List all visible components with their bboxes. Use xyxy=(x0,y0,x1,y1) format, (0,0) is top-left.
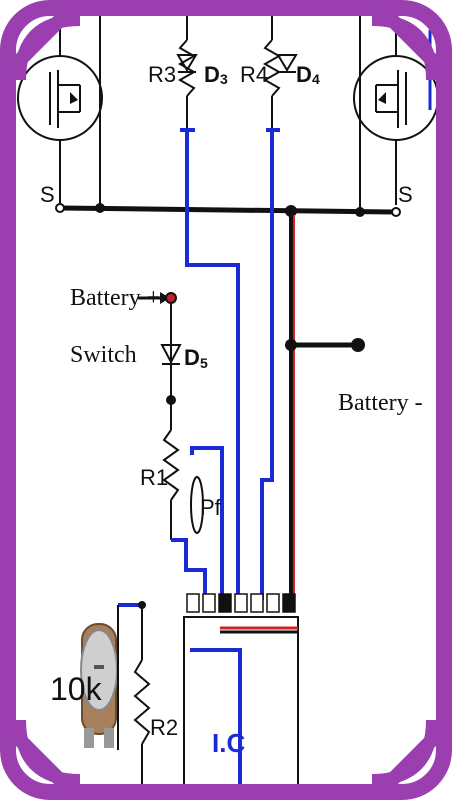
source-label-left: S xyxy=(40,182,55,207)
diode-d4 xyxy=(276,54,298,73)
d4-subscript: 4 xyxy=(312,71,320,87)
resistor-r1 xyxy=(162,400,180,540)
battery-minus-label: Battery - xyxy=(338,390,423,416)
d5-label: D xyxy=(184,345,200,370)
r3-label: R3 xyxy=(148,62,176,87)
resistor-r3 xyxy=(177,0,197,128)
resistor-r2 xyxy=(133,605,151,800)
d3-label: D xyxy=(204,62,220,87)
pf-label: Pf xyxy=(200,495,222,520)
potentiometer-10k xyxy=(80,623,118,748)
switch-label: Switch xyxy=(70,342,137,368)
ic-chip xyxy=(183,616,299,800)
ic-pins xyxy=(186,593,296,613)
mosfet-right xyxy=(353,0,439,205)
d5-subscript: 5 xyxy=(200,355,208,371)
mosfet-left xyxy=(17,0,103,205)
pot-label: 10k xyxy=(50,671,103,707)
source-label-right: S xyxy=(398,182,413,207)
d4-label: D xyxy=(296,62,312,87)
r2-label: R2 xyxy=(150,715,178,740)
wire-gate-r3 xyxy=(185,132,240,600)
diode-d3 xyxy=(176,54,198,73)
battery-plus-terminal xyxy=(165,292,177,304)
diode-d5 xyxy=(160,344,182,365)
capacitor-pf xyxy=(190,476,204,534)
d3-subscript: 3 xyxy=(220,71,228,87)
r1-label: R1 xyxy=(140,465,168,490)
source-bus xyxy=(59,205,397,215)
wire-gate-r4 xyxy=(260,132,274,600)
r4-label: R4 xyxy=(240,62,268,87)
ic-label: I.C xyxy=(212,728,245,758)
